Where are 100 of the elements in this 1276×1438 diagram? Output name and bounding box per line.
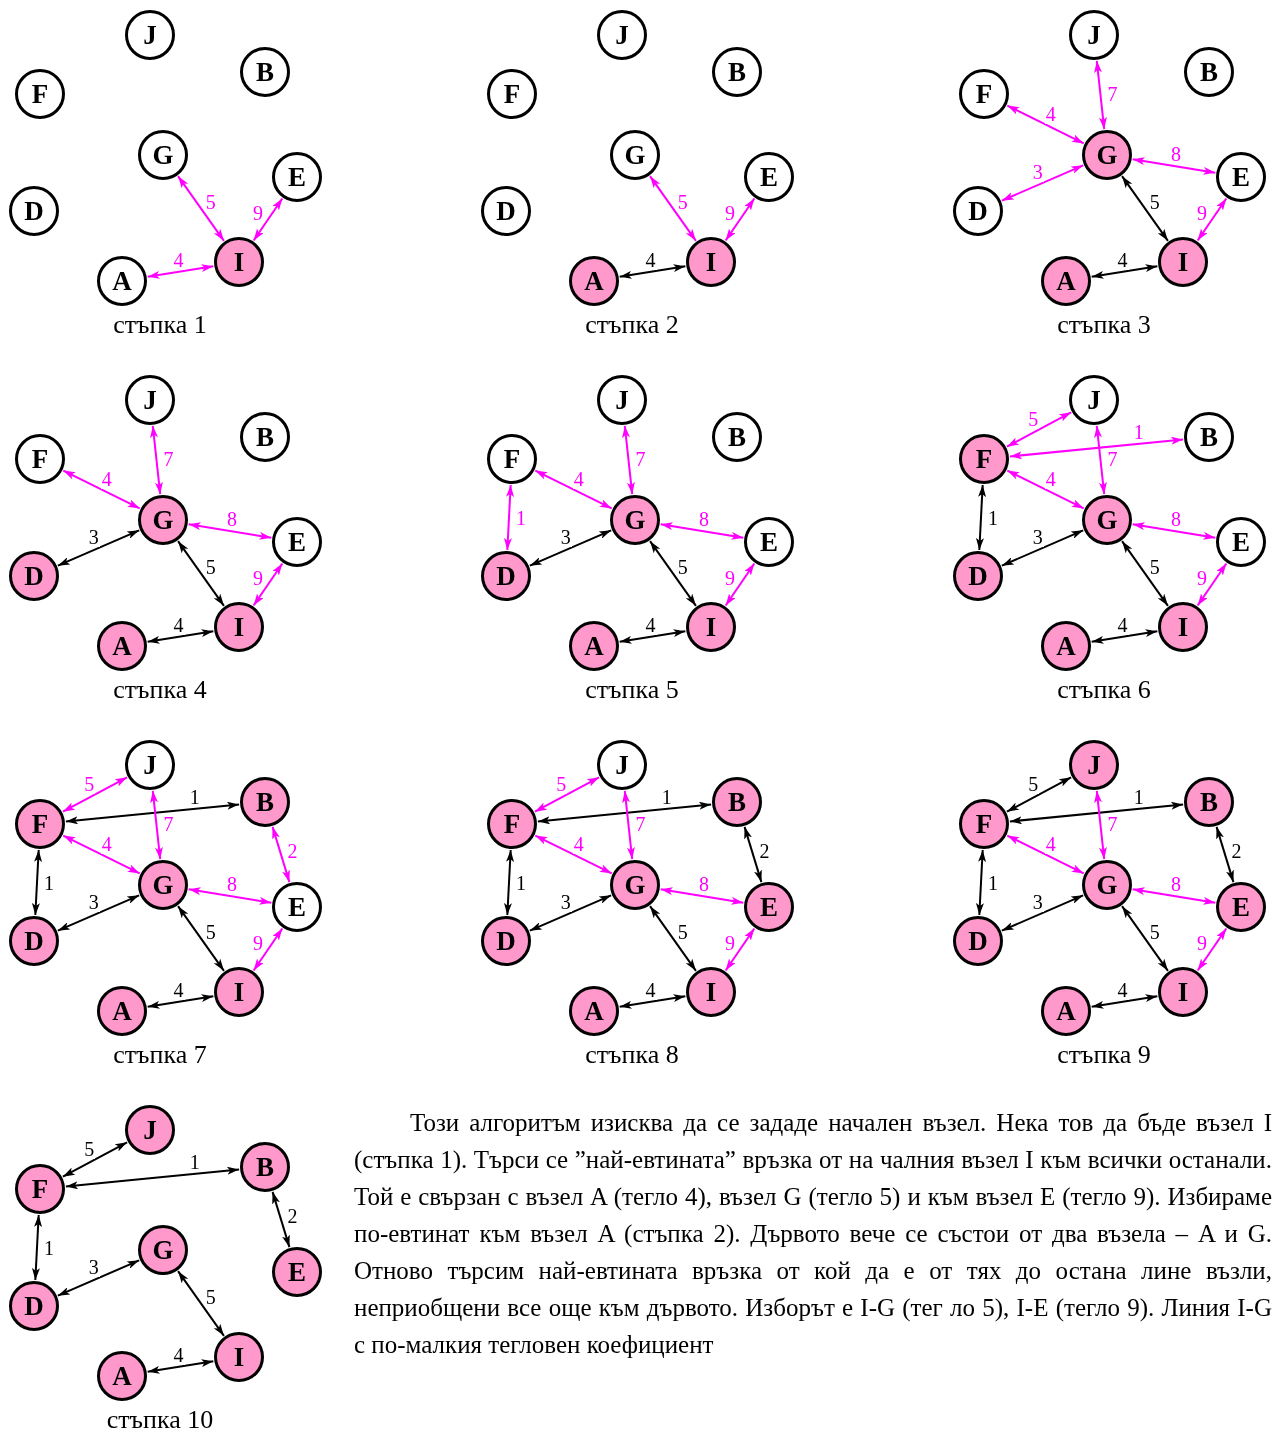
double-arrow bbox=[31, 848, 43, 917]
double-arrow bbox=[177, 1270, 225, 1337]
graph-node: D bbox=[481, 551, 531, 601]
double-arrow bbox=[649, 905, 697, 972]
double-arrow bbox=[1090, 264, 1159, 279]
graph-node: G bbox=[610, 495, 660, 545]
graph-node: J bbox=[597, 10, 647, 60]
double-arrow bbox=[649, 540, 697, 607]
graph-node: B bbox=[240, 1142, 290, 1192]
graph-node: B bbox=[240, 777, 290, 827]
double-arrow bbox=[536, 801, 713, 825]
double-arrow bbox=[975, 848, 987, 917]
graph-node: J bbox=[1069, 740, 1119, 790]
graph-node: F bbox=[959, 799, 1009, 849]
edge-label: 3 bbox=[87, 892, 100, 912]
graph-node: I bbox=[1158, 602, 1208, 652]
graph-node: I bbox=[214, 237, 264, 287]
graph-node: G bbox=[1082, 495, 1132, 545]
edge-label: 2 bbox=[286, 1206, 299, 1226]
graph-node: B bbox=[712, 47, 762, 97]
double-arrow bbox=[150, 789, 163, 861]
edge-label: 3 bbox=[1031, 162, 1044, 182]
graph-node: F bbox=[487, 434, 537, 484]
double-arrow bbox=[1008, 801, 1185, 825]
double-arrow bbox=[187, 522, 273, 540]
graph-node: F bbox=[15, 1164, 65, 1214]
step-caption: стъпка 6 bbox=[1056, 675, 1152, 705]
double-arrow bbox=[649, 175, 697, 242]
double-arrow bbox=[146, 629, 215, 644]
edge-label: 3 bbox=[1031, 892, 1044, 912]
step-caption: стъпка 8 bbox=[584, 1040, 680, 1070]
step-caption: стъпка 5 bbox=[584, 675, 680, 705]
double-arrow bbox=[1121, 175, 1169, 242]
graph-node: J bbox=[125, 1105, 175, 1155]
graph-node: I bbox=[214, 1332, 264, 1382]
graph-node: B bbox=[240, 412, 290, 462]
double-arrow bbox=[659, 887, 745, 905]
graph-node: E bbox=[272, 152, 322, 202]
double-arrow bbox=[1131, 522, 1217, 540]
double-arrow bbox=[1121, 905, 1169, 972]
step-caption: стъпка 9 bbox=[1056, 1040, 1152, 1070]
double-arrow bbox=[177, 540, 225, 607]
graph-node: E bbox=[1216, 517, 1266, 567]
graph-node: B bbox=[1184, 777, 1234, 827]
graph-node: E bbox=[744, 517, 794, 567]
edge-label: 3 bbox=[559, 892, 572, 912]
double-arrow bbox=[622, 424, 635, 496]
graph-node: G bbox=[138, 1225, 188, 1275]
double-arrow bbox=[975, 483, 987, 552]
graph-node: E bbox=[744, 152, 794, 202]
graph-node: J bbox=[597, 740, 647, 790]
double-arrow bbox=[1121, 540, 1169, 607]
double-arrow bbox=[146, 264, 215, 279]
edge-label: 2 bbox=[286, 841, 299, 861]
graph-node: I bbox=[686, 967, 736, 1017]
graph-node: D bbox=[481, 186, 531, 236]
graph-node: E bbox=[272, 517, 322, 567]
graph-node: J bbox=[125, 375, 175, 425]
double-arrow bbox=[1090, 629, 1159, 644]
double-arrow bbox=[31, 1213, 43, 1282]
graph-node: I bbox=[686, 237, 736, 287]
graph-node: I bbox=[214, 602, 264, 652]
graph-node: A bbox=[569, 986, 619, 1036]
edge-label: 3 bbox=[1031, 527, 1044, 547]
double-arrow bbox=[1131, 157, 1217, 175]
graph-node: G bbox=[610, 130, 660, 180]
double-arrow bbox=[1215, 825, 1235, 884]
graph-node: B bbox=[712, 777, 762, 827]
graph-node: G bbox=[1082, 860, 1132, 910]
double-arrow bbox=[146, 1359, 215, 1374]
graph-node: A bbox=[97, 256, 147, 306]
graph-node: B bbox=[240, 47, 290, 97]
edge-label: 2 bbox=[1230, 841, 1243, 861]
graph-node: F bbox=[959, 69, 1009, 119]
double-arrow bbox=[1094, 59, 1107, 131]
graph-node: D bbox=[9, 186, 59, 236]
double-arrow bbox=[618, 264, 687, 279]
graph-node: D bbox=[953, 916, 1003, 966]
graph-node: J bbox=[125, 740, 175, 790]
double-arrow bbox=[659, 522, 745, 540]
graph-node: E bbox=[1216, 152, 1266, 202]
graph-node: D bbox=[481, 916, 531, 966]
double-arrow bbox=[187, 887, 273, 905]
graph-node: E bbox=[1216, 882, 1266, 932]
graph-node: D bbox=[9, 1281, 59, 1331]
graph-node: J bbox=[597, 375, 647, 425]
double-arrow bbox=[271, 1190, 291, 1249]
graph-node: A bbox=[1041, 256, 1091, 306]
edge-label: 3 bbox=[559, 527, 572, 547]
double-arrow bbox=[177, 905, 225, 972]
step-caption: стъпка 1 bbox=[112, 310, 208, 340]
graph-node: B bbox=[712, 412, 762, 462]
step-caption: стъпка 3 bbox=[1056, 310, 1152, 340]
double-arrow bbox=[1094, 789, 1107, 861]
double-arrow bbox=[622, 789, 635, 861]
double-arrow bbox=[1090, 994, 1159, 1009]
step-caption: стъпка 4 bbox=[112, 675, 208, 705]
step-caption: стъпка 7 bbox=[112, 1040, 208, 1070]
graph-node: F bbox=[15, 69, 65, 119]
graph-node: D bbox=[9, 551, 59, 601]
